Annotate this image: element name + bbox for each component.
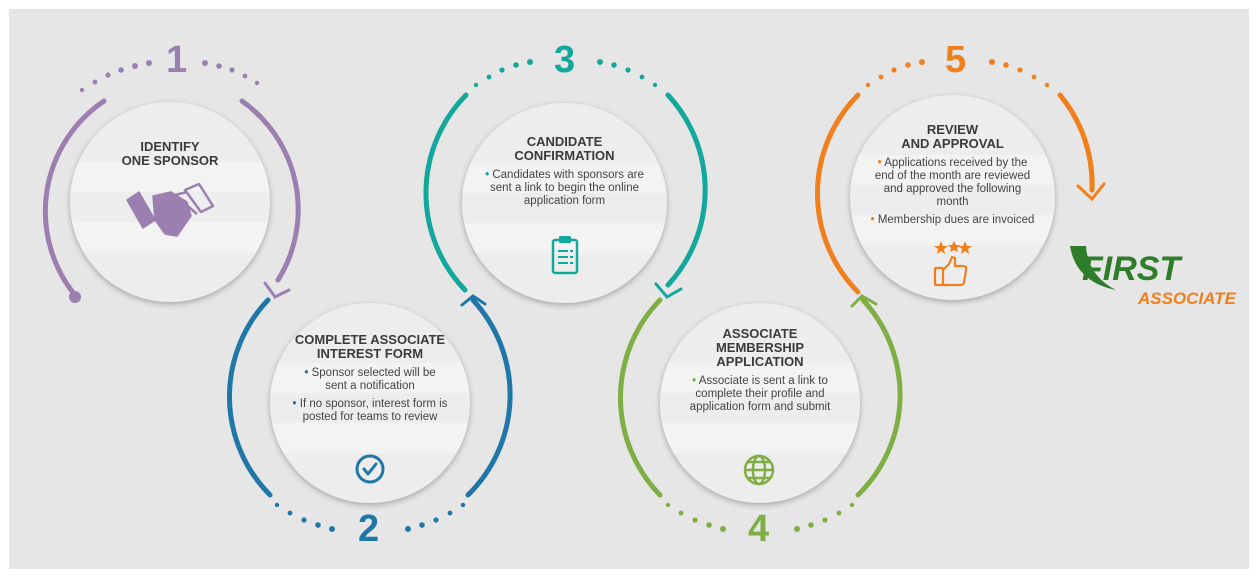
step1-number: 1 (166, 39, 188, 81)
step4-bullet-1: • Associate is sent a link to complete t… (689, 375, 831, 413)
step5-arc (815, 92, 1106, 295)
logo-sub-text: ASSOCIATE (1137, 289, 1237, 308)
step3-dots (473, 59, 658, 88)
step2-arc (226, 294, 513, 498)
step3-arc (423, 92, 708, 299)
step2-dots (274, 502, 466, 532)
checkmark-icon (355, 454, 385, 484)
step3-bullet-1: • Candidates with sponsors are sent a li… (485, 169, 644, 207)
logo-swoosh (1070, 246, 1116, 290)
clipboard-icon (551, 236, 579, 275)
step5-number: 5 (945, 39, 967, 81)
step4-arc (617, 294, 903, 498)
globe-icon (743, 454, 775, 486)
thumbs-up-icon (933, 241, 972, 287)
logo-main-text: FIRST (1082, 250, 1183, 288)
step4-dots (665, 502, 855, 532)
step2-number: 2 (358, 508, 380, 550)
step4-number: 4 (748, 508, 770, 550)
handshake-icon (126, 182, 215, 237)
step1-dots (79, 60, 260, 93)
step3-number: 3 (554, 39, 576, 81)
first-associate-logo: FIRST ASSOCIATE (1070, 246, 1237, 308)
step2-bullet-1: • Sponsor selected will be sent a notifi… (304, 367, 436, 392)
step5-bullet-1: • Applications received by the end of th… (874, 157, 1031, 208)
step5-bullet-2: • Membership dues are invoiced (870, 214, 1035, 226)
step2-bullet-2: • If no sponsor, interest form is posted… (292, 398, 448, 423)
step1-arc (42, 98, 301, 299)
step5-dots (865, 59, 1050, 88)
